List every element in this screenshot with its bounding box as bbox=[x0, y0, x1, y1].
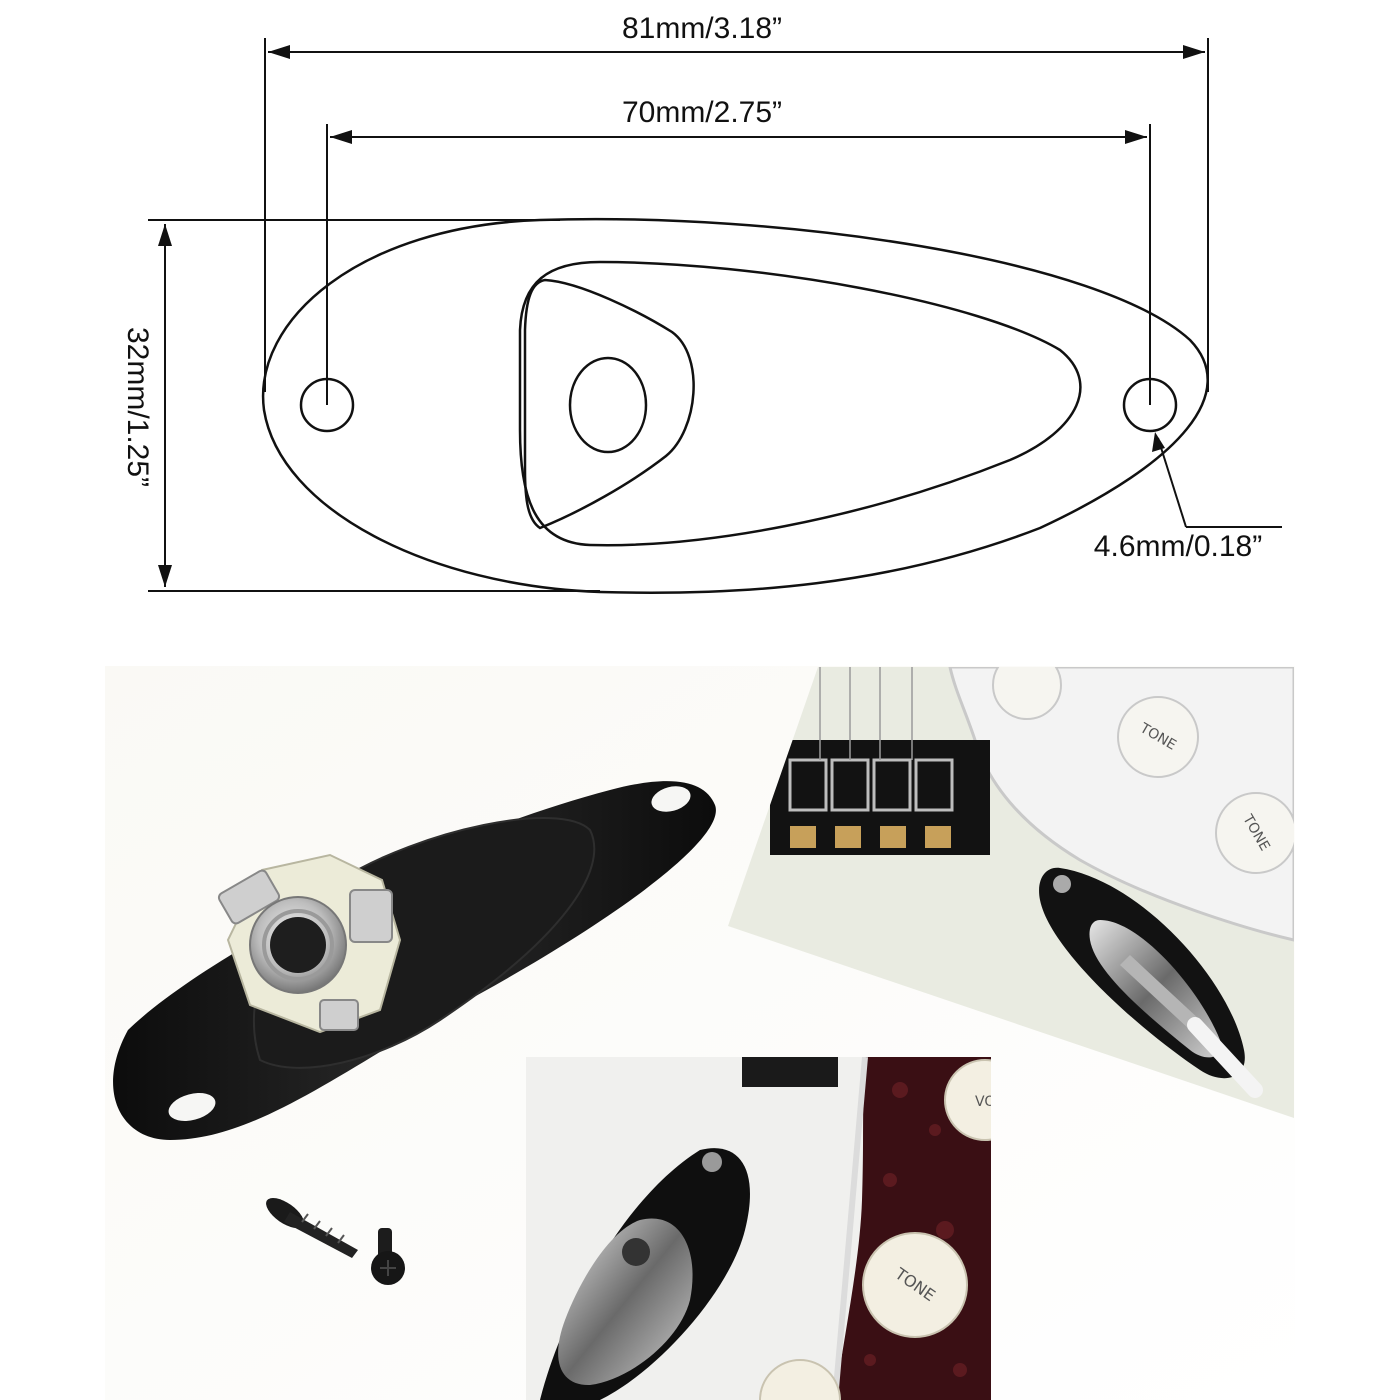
knob-tone-1: TONE bbox=[1117, 696, 1199, 778]
jack-opening bbox=[270, 917, 326, 973]
jack-hole-outline bbox=[568, 356, 648, 454]
arrowhead bbox=[268, 45, 290, 59]
bridge-springs bbox=[790, 826, 951, 848]
plate-hole-top bbox=[651, 786, 691, 812]
dimension-drawing: 81mm/3.18” 70mm/2.75” 32mm/1.25” 4.6mm/0… bbox=[121, 8, 1282, 595]
jack-opening-2 bbox=[622, 1238, 650, 1266]
cable bbox=[1187, 1017, 1263, 1098]
screw-long bbox=[266, 1197, 358, 1258]
plate-outline bbox=[261, 217, 1209, 595]
mounting-hole-left bbox=[299, 377, 355, 433]
arrowhead bbox=[1152, 432, 1165, 452]
jack-opening-rim bbox=[262, 909, 334, 981]
jack-lug bbox=[217, 869, 281, 925]
pickup-corner bbox=[742, 1057, 838, 1087]
leader-line bbox=[1157, 437, 1187, 528]
dimension-height: 32mm/1.25” bbox=[121, 327, 154, 487]
cup-inner-outline bbox=[523, 278, 695, 530]
mounting-hole-right bbox=[1122, 377, 1178, 433]
cable-plug bbox=[1120, 955, 1200, 1030]
jack-plate-product bbox=[113, 781, 716, 1285]
arrowhead bbox=[1125, 130, 1147, 144]
knob-volume: VO bbox=[944, 1059, 995, 1141]
jack-lug bbox=[349, 889, 393, 943]
pickguard bbox=[948, 667, 1294, 942]
jack-lug bbox=[319, 999, 359, 1031]
arrowhead bbox=[158, 565, 172, 587]
strings bbox=[819, 667, 913, 760]
knob-tone-3: TONE bbox=[862, 1232, 968, 1338]
plate-hole-bottom bbox=[168, 1092, 216, 1122]
plate-screw bbox=[1053, 875, 1071, 893]
dimension-hole-spacing: 70mm/2.75” bbox=[622, 96, 782, 129]
knob-volume-label: VO bbox=[975, 1094, 995, 1110]
knob-tone-2: TONE bbox=[1215, 792, 1294, 874]
dimension-overall-length: 81mm/3.18” bbox=[622, 12, 782, 45]
knob-bottom bbox=[759, 1359, 841, 1400]
photo-installed-tortoise-guitar: VO TONE bbox=[526, 1057, 995, 1400]
arrowhead bbox=[330, 130, 352, 144]
screw-short bbox=[371, 1228, 405, 1285]
output-jack bbox=[217, 853, 402, 1034]
cup-outline bbox=[518, 260, 1082, 547]
plate-screw bbox=[702, 1152, 722, 1172]
arrowhead bbox=[1183, 45, 1205, 59]
dimension-hole-diameter: 4.6mm/0.18” bbox=[1094, 530, 1262, 563]
pickguard-edge bbox=[832, 1057, 868, 1400]
arrowhead bbox=[158, 224, 172, 246]
knob-top bbox=[992, 667, 1062, 720]
jack-cup-chrome-2 bbox=[558, 1218, 693, 1386]
